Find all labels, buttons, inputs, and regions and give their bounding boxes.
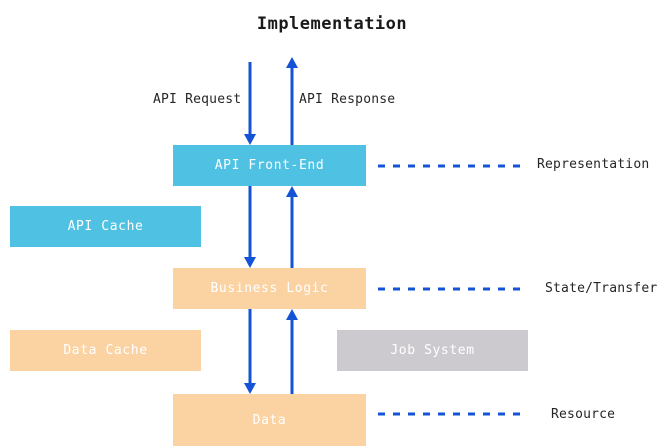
diagram-title: Implementation (256, 14, 408, 34)
arrow-api-response-out-head (286, 57, 298, 68)
side-label-resource: Resource (551, 407, 616, 422)
dashed-connectors-group (378, 164, 528, 416)
flow-label-api-request: API Request (153, 92, 242, 107)
arrow-api-request-in-head (244, 134, 256, 145)
box-label: Business Logic (210, 281, 329, 296)
side-label-state-transfer: State/Transfer (545, 281, 658, 296)
arrow-logic-to-data-head (244, 383, 256, 394)
box-data-cache[interactable]: Data Cache (10, 330, 201, 371)
box-label: Data (252, 412, 287, 428)
box-label: Data Cache (63, 343, 148, 358)
box-data[interactable]: Data (173, 394, 366, 446)
box-label: Job System (390, 343, 475, 358)
box-label: API Cache (67, 219, 144, 234)
box-business-logic[interactable]: Business Logic (173, 268, 366, 309)
flow-label-api-response: API Response (299, 92, 396, 107)
box-label: API Front-End (214, 158, 325, 173)
arrows-group (244, 57, 298, 394)
box-job-system[interactable]: Job System (337, 330, 528, 371)
arrow-data-to-logic-head (286, 309, 298, 320)
side-label-representation: Representation (537, 157, 650, 172)
arrow-logic-to-frontend-head (286, 186, 298, 197)
box-api-front-end[interactable]: API Front-End (173, 145, 366, 186)
arrow-frontend-to-logic-head (244, 257, 256, 268)
box-api-cache[interactable]: API Cache (10, 206, 201, 247)
